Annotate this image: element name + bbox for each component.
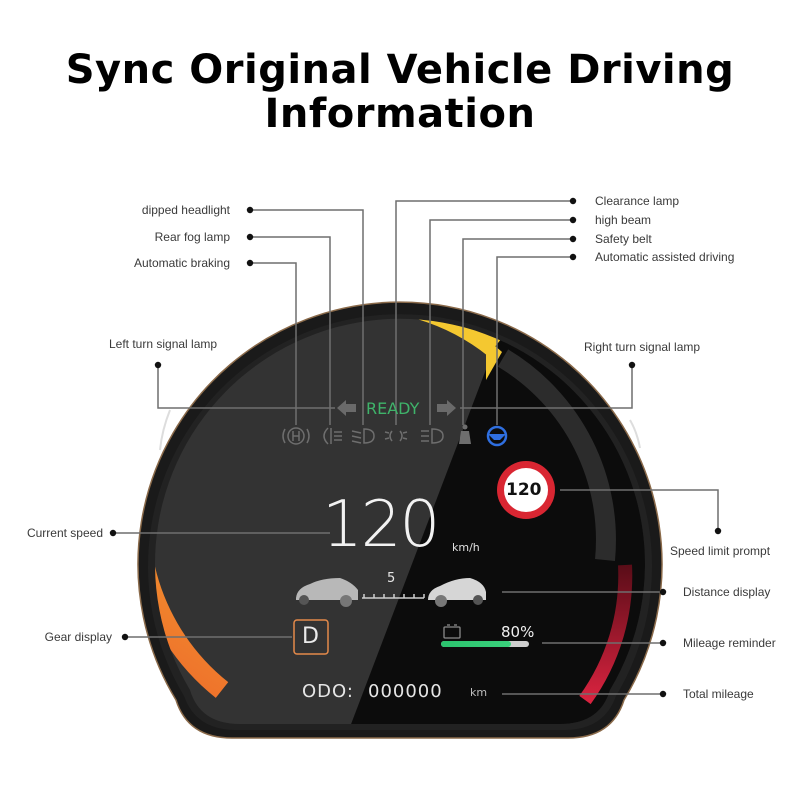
clearance-lamp-icon <box>384 430 408 442</box>
odo-unit: km <box>470 686 488 699</box>
page-title-line-2: Information <box>264 91 536 137</box>
callout-current-speed: Current speed <box>26 526 103 540</box>
callout-dipped-headlight: dipped headlight <box>141 203 230 217</box>
odo-label: ODO: <box>302 681 354 702</box>
odo-value: 000000 <box>368 681 443 702</box>
high-beam-icon <box>421 428 444 444</box>
callout-automatic-braking: Automatic braking <box>133 256 230 270</box>
callout-safety-belt: Safety belt <box>595 232 652 246</box>
distance-value: 5 <box>387 571 396 586</box>
battery-bar-fill <box>441 641 511 647</box>
safety-belt-icon <box>459 424 471 444</box>
own-car-icon <box>296 578 358 607</box>
callout-distance-display: Distance display <box>683 585 771 599</box>
current-speed-value: 120 <box>322 488 440 562</box>
battery-percent: 80% <box>501 623 535 641</box>
battery-icon <box>443 624 461 639</box>
callout-left-turn-signal-lamp: Left turn signal lamp <box>109 337 218 351</box>
red-zone-arc <box>579 564 633 705</box>
assisted-driving-icon <box>486 425 508 447</box>
callout-rear-fog-lamp: Rear fog lamp <box>154 230 230 244</box>
distance-ruler <box>362 594 425 599</box>
dipped-headlight-icon <box>351 428 375 444</box>
gear-value: D <box>302 624 319 649</box>
speed-limit-value: 120 <box>506 480 542 500</box>
front-car-icon <box>428 578 486 607</box>
ready-status: READY <box>366 399 420 418</box>
callout-clearance-lamp: Clearance lamp <box>595 194 680 208</box>
callout-gear-display: Gear display <box>44 630 112 644</box>
rear-fog-lamp-icon <box>323 427 342 445</box>
callout-speed-limit-prompt: Speed limit prompt <box>670 544 771 558</box>
callout-automatic-assisted-driving: Automatic assisted driving <box>595 250 735 264</box>
right-turn-arrow-icon <box>437 400 456 416</box>
speed-limit-sign <box>497 461 555 519</box>
callout-mileage-reminder: Mileage reminder <box>683 636 776 650</box>
callout-high-beam: high beam <box>595 213 652 227</box>
left-turn-arrow-icon <box>337 400 356 416</box>
page-title-line-1: Sync Original Vehicle Driving <box>65 47 735 93</box>
gear-box <box>293 619 329 655</box>
callout-right-turn-signal-lamp: Right turn signal lamp <box>584 340 701 354</box>
automatic-braking-icon <box>282 427 310 445</box>
callout-total-mileage: Total mileage <box>683 687 754 701</box>
speed-unit: km/h <box>452 541 480 554</box>
